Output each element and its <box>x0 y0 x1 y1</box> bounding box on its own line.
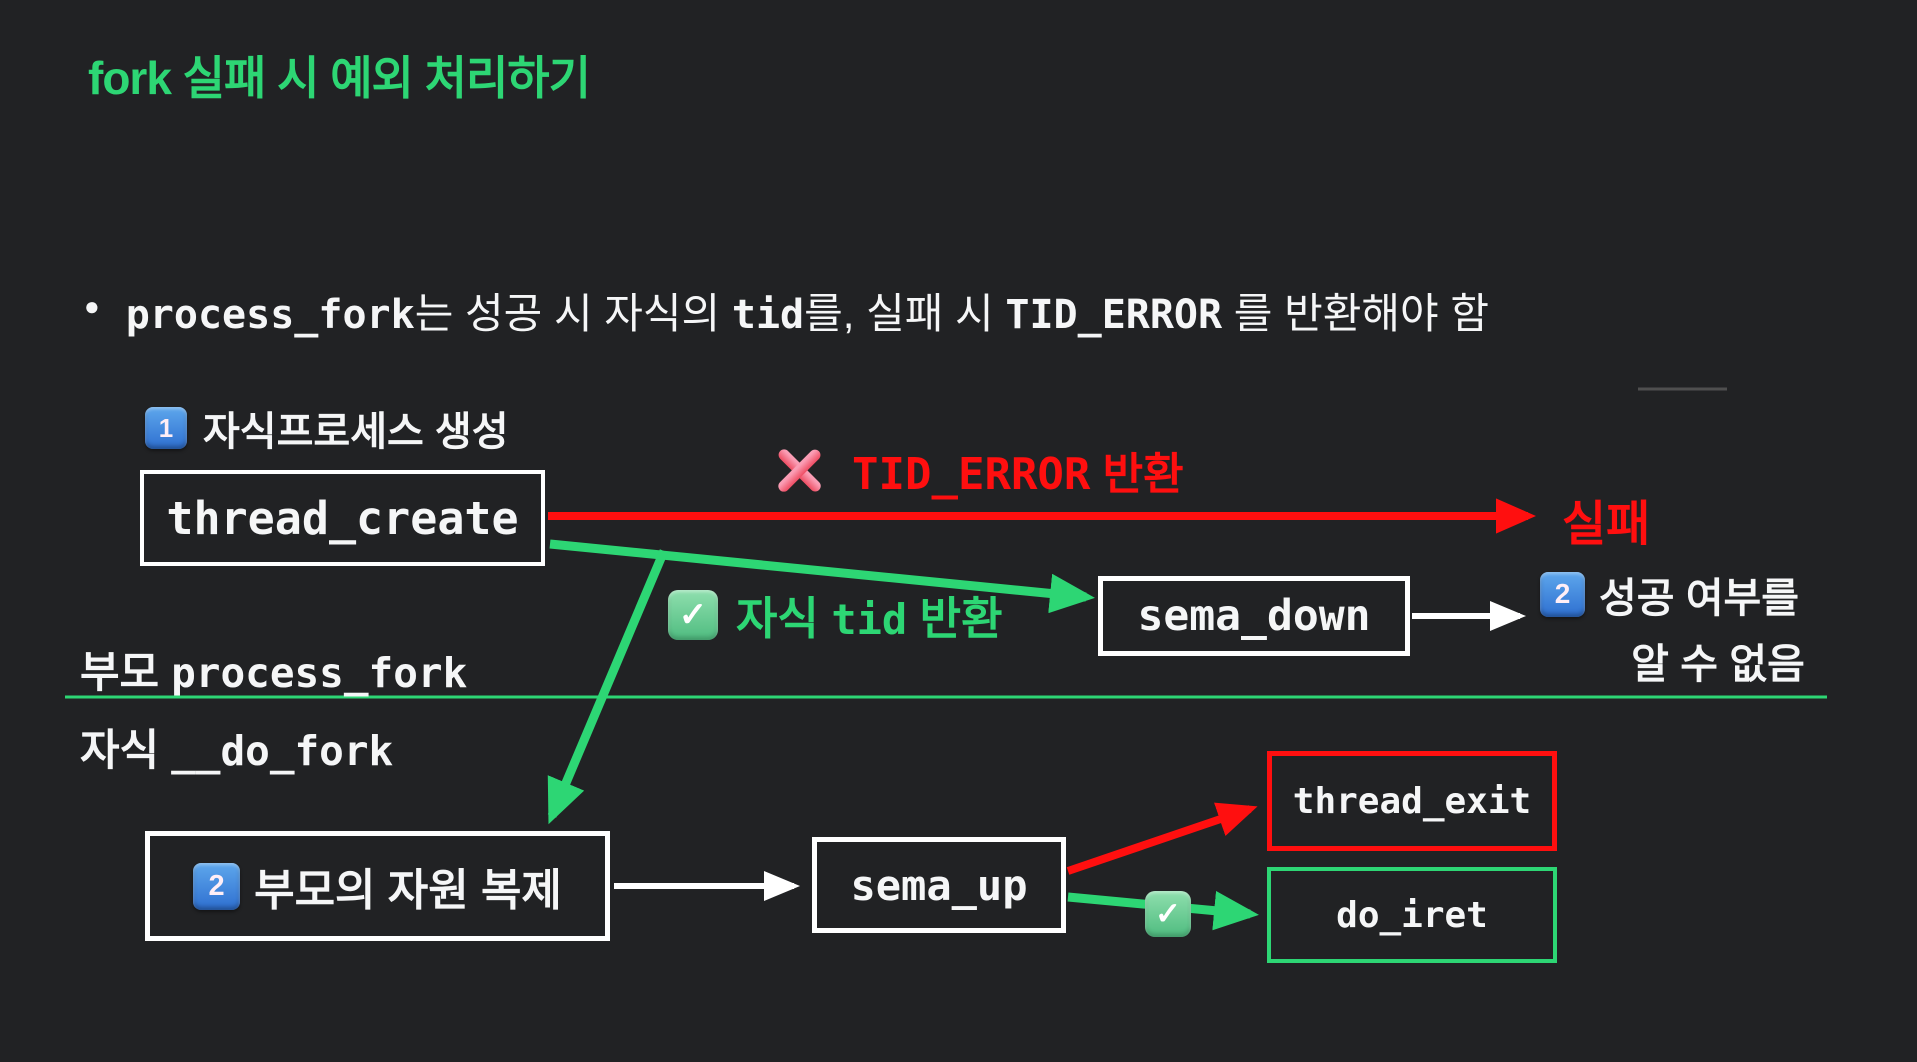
arrow-sema-up-to-thread-exit <box>1066 802 1258 875</box>
box-parent-resource-copy: 2 부모의 자원 복제 <box>145 831 610 941</box>
step2-unknown-line1: 2 성공 여부를 <box>1540 564 1896 624</box>
check-mark-icon: ✓ <box>1145 891 1191 937</box>
step2-unknown-label: 2 성공 여부를 알 수 없음 <box>1540 564 1896 690</box>
page-title: fork 실패 시 예외 처리하기 <box>88 52 591 104</box>
code-tid: tid <box>731 292 805 338</box>
fail-label: 실패 <box>1562 498 1651 551</box>
check-mark-icon: ✓ <box>668 589 718 640</box>
bullet-text: process_fork는 성공 시 자식의 tid를, 실패 시 TID_ER… <box>125 290 1489 338</box>
code-tid-error: TID_ERROR <box>1005 292 1223 338</box>
code-process-fork: process_fork <box>125 292 415 338</box>
box-thread-create: thread_create <box>140 470 545 566</box>
box-sema-down: sema_down <box>1098 576 1410 656</box>
tid-error-text: TID_ERROR 반환 <box>852 449 1184 500</box>
tid-error-label: TID_ERROR 반환 <box>770 438 1184 502</box>
lane-child-label: 자식 __do_fork <box>80 727 394 775</box>
lane-parent-label: 부모 process_fork <box>80 649 468 697</box>
box-sema-up: sema_up <box>812 837 1066 933</box>
box-thread-exit: thread_exit <box>1267 751 1557 851</box>
step1-label: 1 자식프로세스 생성 <box>145 399 509 457</box>
keycap-2-icon: 2 <box>193 862 241 910</box>
arrow-fork-to-parent-copy <box>547 549 669 825</box>
child-tid-label: ✓ 자식 tid 반환 <box>668 582 1002 647</box>
bullet-line: ● process_fork는 성공 시 자식의 tid를, 실패 시 TID_… <box>84 280 1489 341</box>
child-tid-text: 자식 tid 반환 <box>736 593 1003 644</box>
box-do-iret: do_iret <box>1267 867 1557 963</box>
parent-copy-text: 부모의 자원 복제 <box>254 866 562 915</box>
keycap-2-icon: 2 <box>1540 571 1585 617</box>
step1-text: 자식프로세스 생성 <box>203 410 509 454</box>
step2-unknown-line2: 알 수 없음 <box>1631 641 1805 687</box>
cross-mark-icon <box>770 440 830 500</box>
keycap-1-icon: 1 <box>145 407 187 449</box>
bullet-marker: ● <box>84 291 100 321</box>
